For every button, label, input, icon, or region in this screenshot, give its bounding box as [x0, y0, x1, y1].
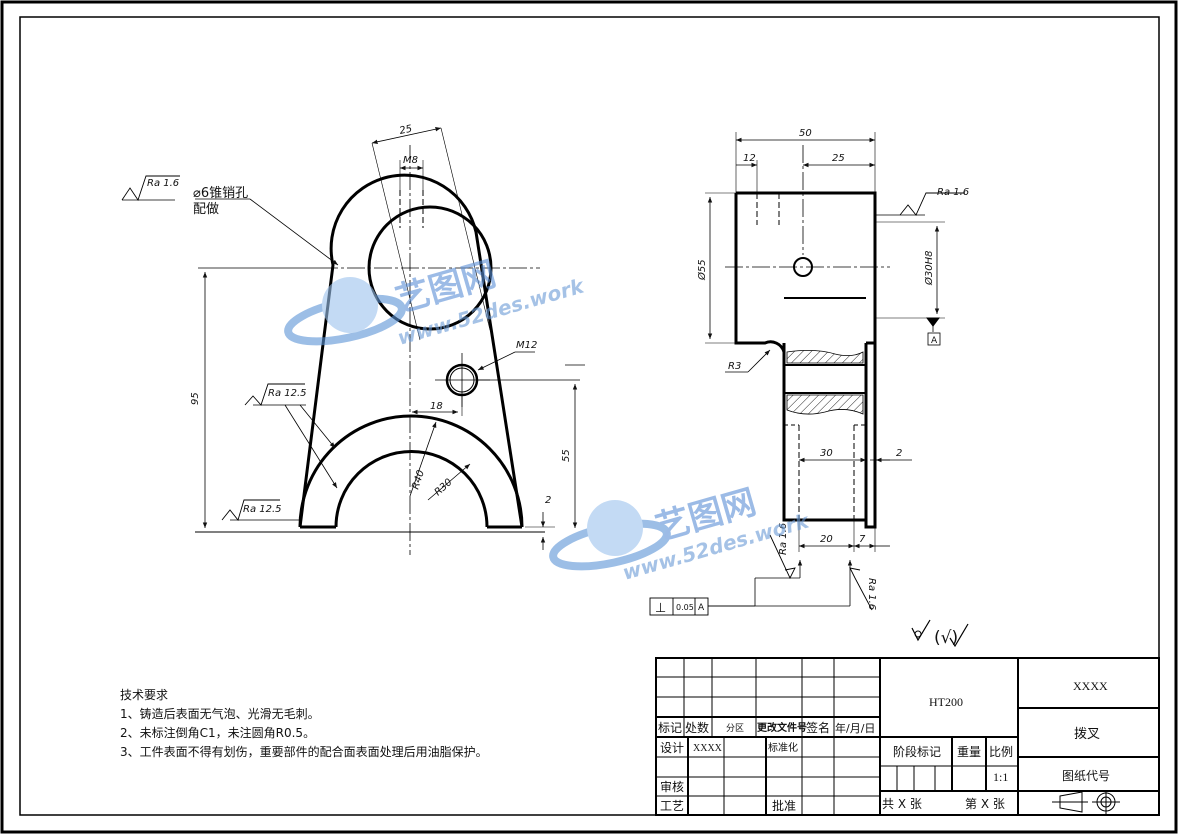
title-block-text: HT200 XXXX 拨叉 图纸代号 标记 处数 分区 更改文件号 签名 年/月…: [658, 679, 1110, 813]
roughness-bottom-label: Ra 12.5: [243, 504, 282, 515]
dim-25: 25: [398, 124, 413, 137]
roughness-right-br-label: Ra 1.6: [866, 578, 877, 610]
designer: XXXX: [693, 743, 723, 754]
general-roughness-symbol: [911, 619, 931, 642]
dim-12: 12: [743, 153, 756, 164]
roughness-right-bl-label: Ra 1.6: [778, 523, 789, 555]
tech-req-item-2: 2、未标注倒角C1，未注圆角R0.5。: [120, 726, 316, 740]
dim-25-right: 25: [832, 153, 845, 164]
dim-7: 7: [859, 534, 866, 545]
rev-count-header: 处数: [685, 720, 709, 735]
scale-value: 1:1: [993, 770, 1008, 784]
rev-sign-header: 签名: [806, 720, 830, 735]
pin-hole-note: ⌀6锥销孔: [193, 186, 248, 201]
design-label: 设计: [660, 741, 684, 755]
tol-symbol: ⊥: [655, 601, 666, 616]
standard-label: 标准化: [768, 741, 798, 754]
left-view: [121, 127, 585, 555]
datum-a-label: A: [931, 336, 938, 346]
tol-datum: A: [698, 603, 705, 613]
stem-outline: [782, 343, 868, 522]
roughness-top-label: Ra 1.6: [147, 178, 179, 189]
roughness-symbol-right-bl: [769, 534, 796, 580]
dim-95: 95: [190, 392, 201, 405]
sheet-no: 第 X 张: [965, 797, 1005, 811]
tech-req-title: 技术要求: [120, 688, 169, 702]
projection-symbol: [1052, 791, 1120, 814]
right-view-labels: 50 12 25 Ø55 Ø30H8 R3 30 2 20 7 Ra 1.6 R…: [696, 128, 969, 610]
sheets-total: 共 X 张: [882, 797, 922, 811]
dim-d30h8: Ø30H8: [923, 251, 935, 286]
scale-label: 比例: [989, 745, 1013, 759]
dim-50: 50: [799, 128, 812, 139]
company: XXXX: [1073, 679, 1108, 693]
review-label: 审核: [660, 779, 684, 794]
tech-req-item-1: 1、铸造后表面无气泡、光滑无毛刺。: [120, 707, 320, 721]
dim-55: 55: [561, 449, 572, 462]
rev-doc-header: 更改文件号: [757, 721, 807, 734]
rev-date-header: 年/月/日: [835, 721, 875, 735]
dim-m8: M8: [403, 155, 418, 166]
dim-r3: R3: [728, 361, 741, 372]
title-block: [655, 657, 1160, 816]
weight-label: 重量: [957, 745, 981, 759]
tech-req-item-3: 3、工件表面不得有划伤，重要部件的配合面表面处理后用油脂保护。: [120, 745, 488, 759]
watermark-2: 艺图网 www.52des.work: [549, 482, 813, 585]
dim-20: 20: [820, 534, 833, 545]
pin-hole-note-2: 配做: [193, 202, 219, 217]
stage-label: 阶段标记: [893, 744, 941, 759]
fork-body-outline: [298, 173, 524, 528]
rev-zone-header: 分区: [726, 723, 744, 734]
drawing-code-label: 图纸代号: [1062, 769, 1110, 783]
material: HT200: [929, 695, 963, 709]
roughness-symbol-right-br: [849, 567, 873, 611]
roughness-right-top-label: Ra 1.6: [937, 187, 969, 198]
dim-m12: M12: [516, 340, 537, 351]
dim-r40: R40: [410, 469, 427, 491]
right-view: [649, 132, 969, 648]
section-hatch-1: [786, 350, 864, 364]
dim-30: 30: [820, 448, 833, 459]
dim-18: 18: [430, 401, 443, 412]
tolerance-frame: [649, 597, 709, 616]
dim-d55: Ø55: [696, 259, 708, 281]
technical-requirements: 技术要求 1、铸造后表面无气泡、光滑无毛刺。 2、未标注倒角C1，未注圆角R0.…: [120, 686, 488, 762]
dim-2-right: 2: [896, 448, 902, 459]
inner-frame: [19, 16, 1160, 816]
approve-label: 批准: [772, 798, 796, 813]
tol-value: 0.05: [676, 603, 694, 612]
roughness-mid-label: Ra 12.5: [268, 388, 307, 399]
watermark-1: 艺图网 www.52des.work: [284, 254, 588, 350]
rev-mark-header: 标记: [658, 721, 682, 735]
general-roughness-text: (√): [934, 628, 958, 648]
process-label: 工艺: [660, 799, 684, 813]
arch-inner-r30: [334, 450, 489, 528]
part-name: 拨叉: [1074, 727, 1100, 742]
dim-2-left: 2: [545, 495, 551, 506]
section-hatch-2: [786, 394, 864, 415]
arch-outer-r40: [298, 414, 524, 528]
